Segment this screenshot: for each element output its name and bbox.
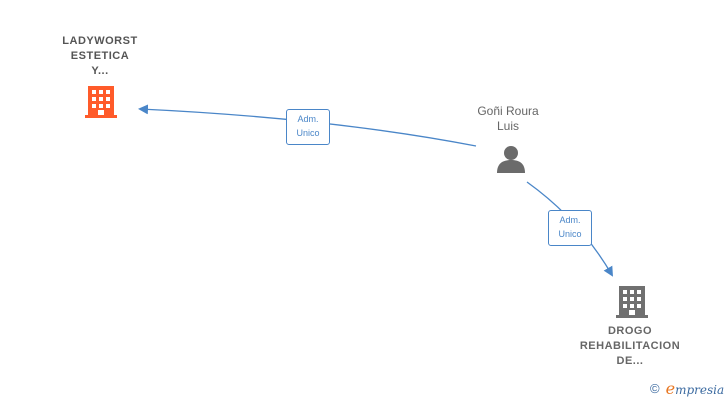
edge-label-top-line-2: Unico [296,128,320,138]
company-bottom-name-line-3: DE... [616,355,644,367]
company-bottom-name-line-2: REHABILITACION [579,340,681,352]
company-bottom-name[interactable]: DROGO REHABILITACION DE... [570,324,690,369]
edge-label-bottom-line-2: Unico [558,229,582,239]
person-icon[interactable] [496,144,526,174]
person-name-line-1: Goñi Roura [477,104,539,118]
company-top-name-line-3: Y... [91,65,109,77]
company-bottom-name-line-1: DROGO [607,325,653,337]
building-icon[interactable] [615,284,649,320]
company-top-name-line-1: LADYWORST [62,35,138,47]
company-top-name[interactable]: LADYWORST ESTETICA Y... [40,34,160,79]
company-top-name-line-2: ESTETICA [70,50,130,62]
brand-logo[interactable]: empresia [666,379,725,398]
person-name[interactable]: Goñi Roura Luis [458,104,558,134]
brand-logo-text: mpresia [675,383,725,397]
footer-brand: © empresia [650,379,724,398]
copyright-icon: © [650,381,660,396]
edge-label-bottom[interactable]: Adm. Unico [548,210,592,246]
edge-label-bottom-line-1: Adm. [559,215,581,225]
edge-label-top[interactable]: Adm. Unico [286,109,330,145]
brand-logo-initial: e [665,379,676,398]
person-name-line-2: Luis [496,119,519,133]
edge-label-top-line-1: Adm. [297,114,319,124]
building-icon[interactable] [84,84,118,120]
